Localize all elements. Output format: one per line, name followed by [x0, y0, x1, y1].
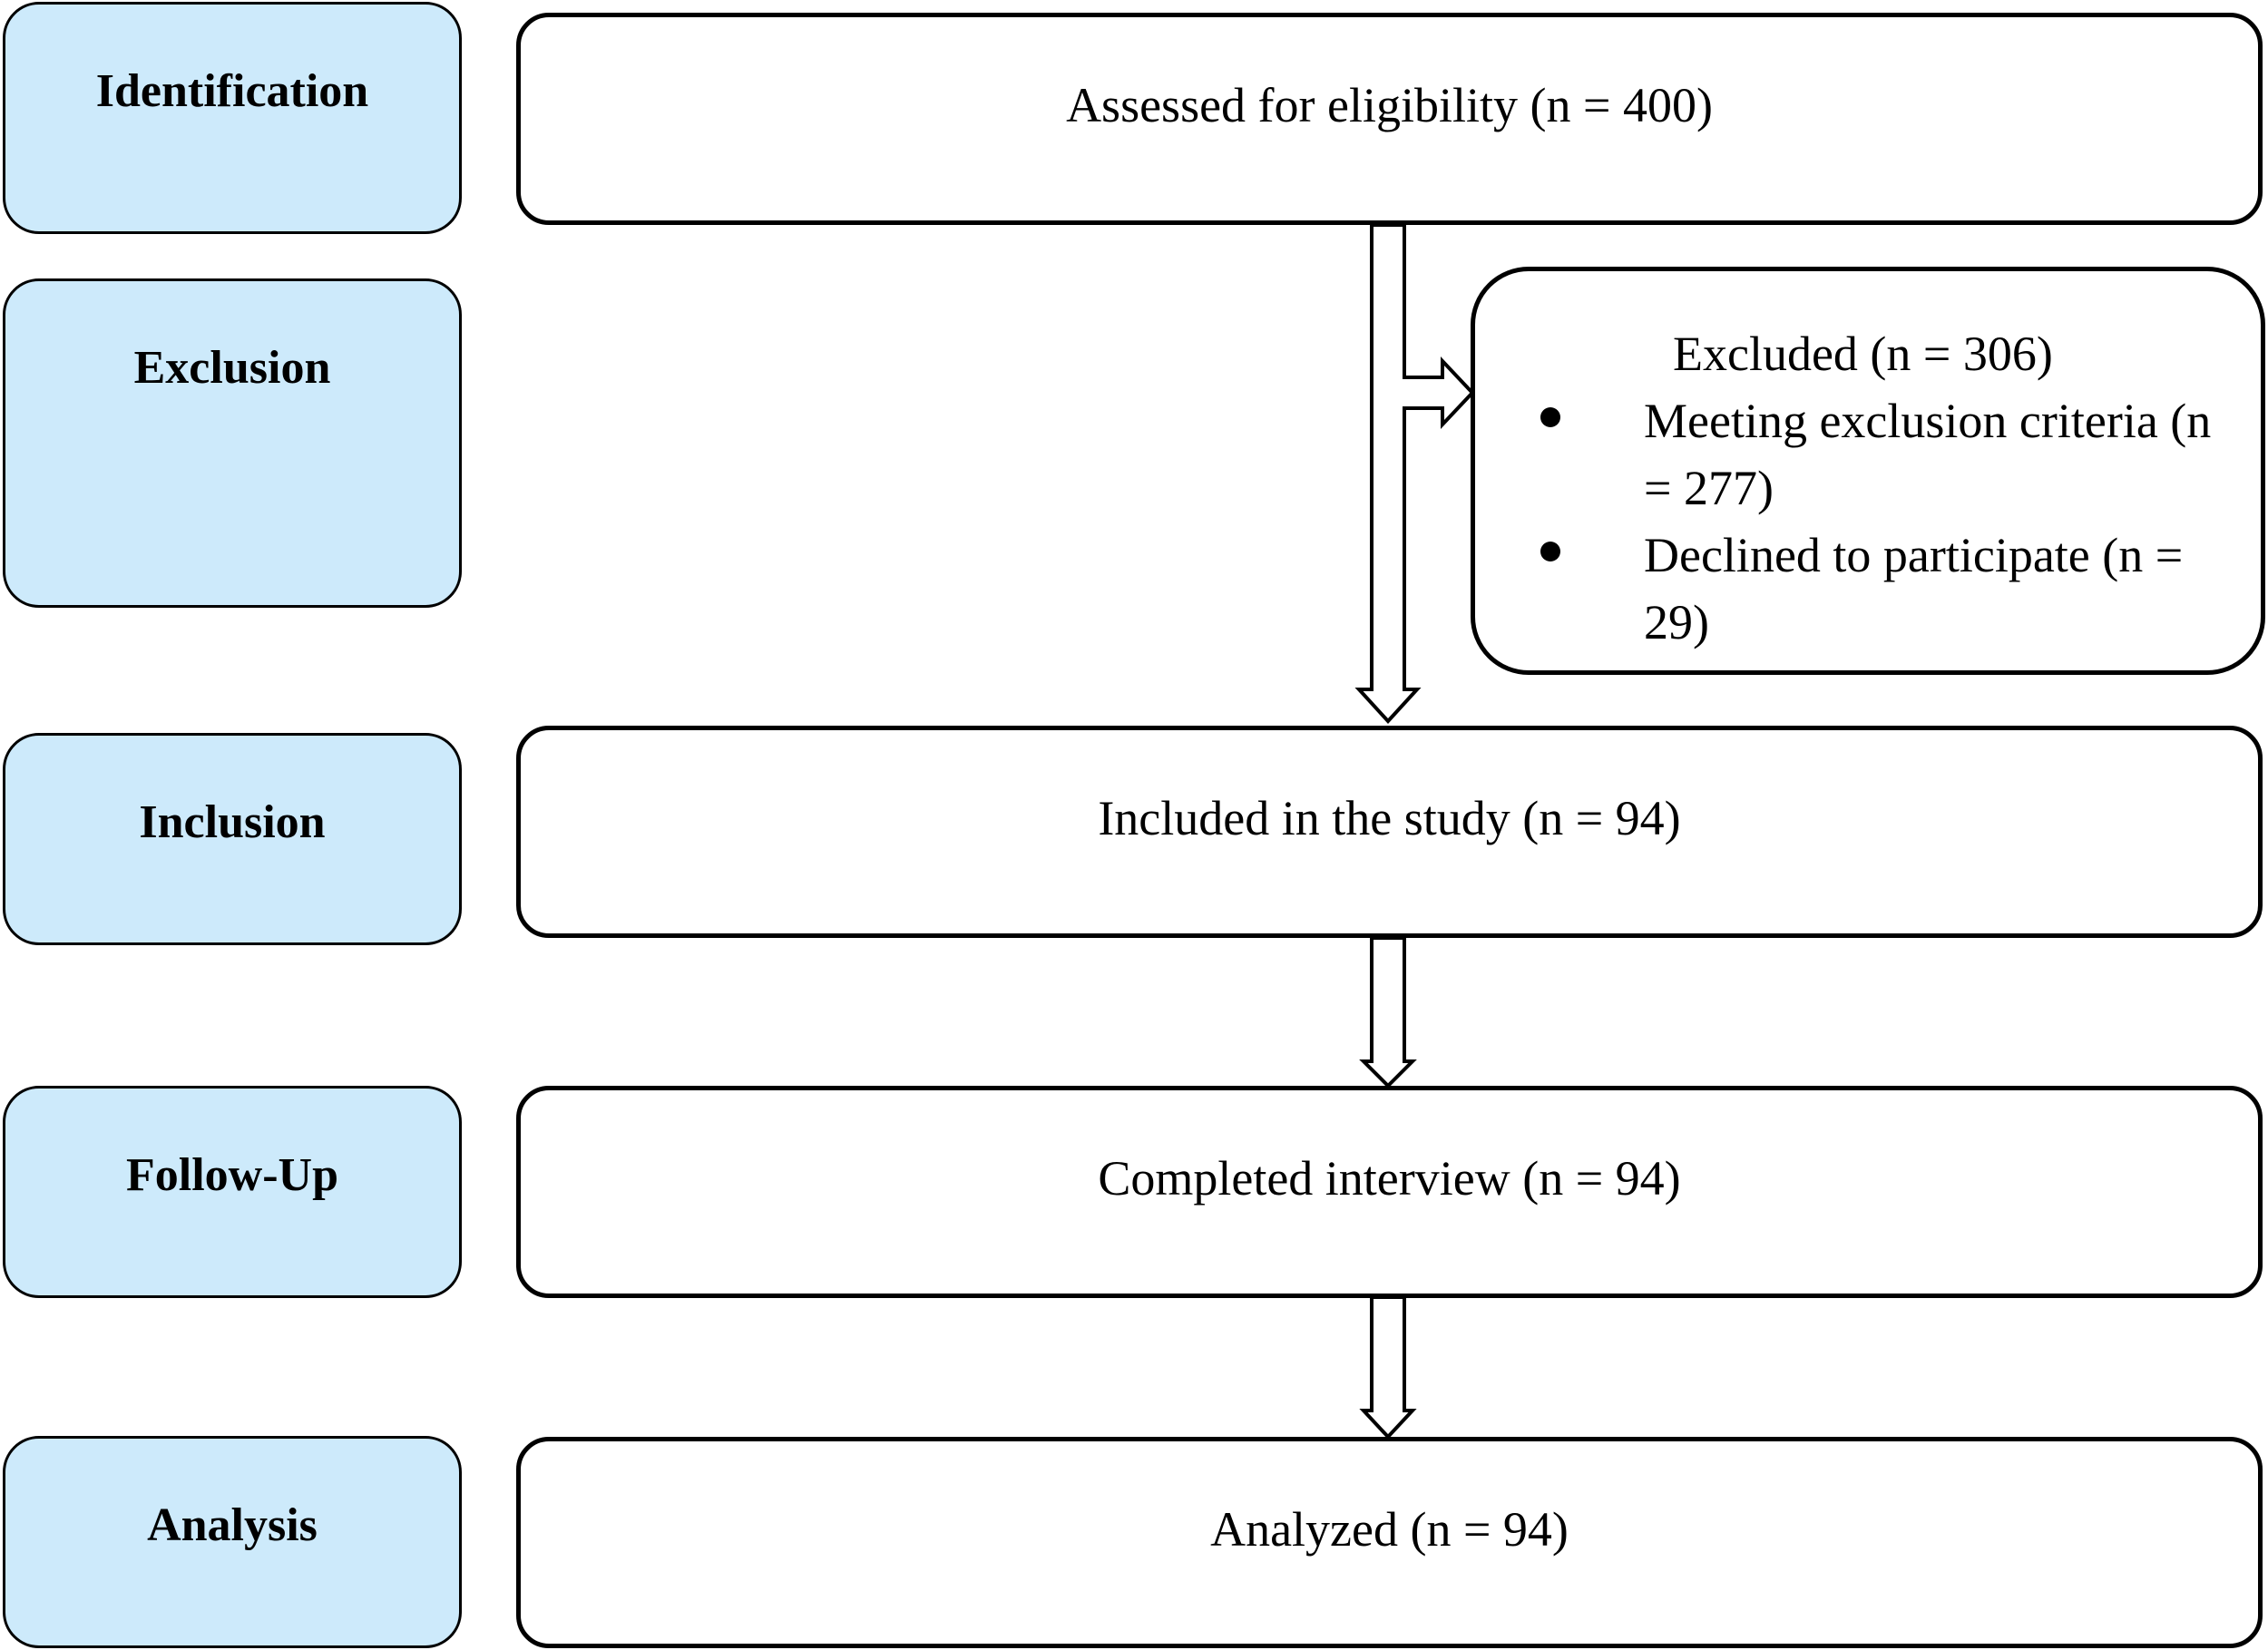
- stage-label: Inclusion: [139, 796, 326, 848]
- list-item: Meeting exclusion criteria (n = 277): [1475, 387, 2261, 522]
- excluded-reason-text: Meeting exclusion criteria (n = 277): [1644, 394, 2212, 515]
- stage-exclusion: Exclusion: [3, 278, 462, 608]
- stage-label: Analysis: [147, 1499, 318, 1551]
- arrow-completed-to-analyzed: [1359, 1295, 1417, 1440]
- stage-label: Identification: [95, 65, 369, 117]
- box-completed: Completed interview (n = 94): [516, 1086, 2263, 1298]
- stage-identification: Identification: [3, 2, 462, 234]
- stage-analysis: Analysis: [3, 1436, 462, 1648]
- box-included: Included in the study (n = 94): [516, 726, 2263, 938]
- stage-label: Follow-Up: [126, 1149, 338, 1201]
- bullet-icon: [1540, 542, 1560, 561]
- box-assessed: Assessed for eligibility (n = 400): [516, 13, 2263, 225]
- box-analyzed-text: Analyzed (n = 94): [1210, 1502, 1569, 1557]
- box-completed-text: Completed interview (n = 94): [1098, 1151, 1681, 1206]
- box-analyzed: Analyzed (n = 94): [516, 1437, 2263, 1648]
- excluded-title: Excluded (n = 306): [1673, 327, 2053, 381]
- list-item: Declined to participate (n = 29): [1475, 522, 2261, 656]
- box-included-text: Included in the study (n = 94): [1098, 791, 1681, 845]
- arrow-included-to-completed: [1359, 936, 1417, 1089]
- excluded-reason-text: Declined to participate (n = 29): [1644, 528, 2184, 649]
- box-assessed-text: Assessed for eligibility (n = 400): [1066, 78, 1713, 132]
- stage-label: Exclusion: [133, 342, 331, 394]
- stage-follow-up: Follow-Up: [3, 1086, 462, 1298]
- excluded-reasons-list: Meeting exclusion criteria (n = 277) Dec…: [1475, 387, 2261, 656]
- arrow-assessed-to-included: [1354, 223, 1475, 724]
- box-excluded: Excluded (n = 306) Meeting exclusion cri…: [1471, 267, 2265, 675]
- bullet-icon: [1540, 407, 1560, 427]
- stage-inclusion: Inclusion: [3, 733, 462, 945]
